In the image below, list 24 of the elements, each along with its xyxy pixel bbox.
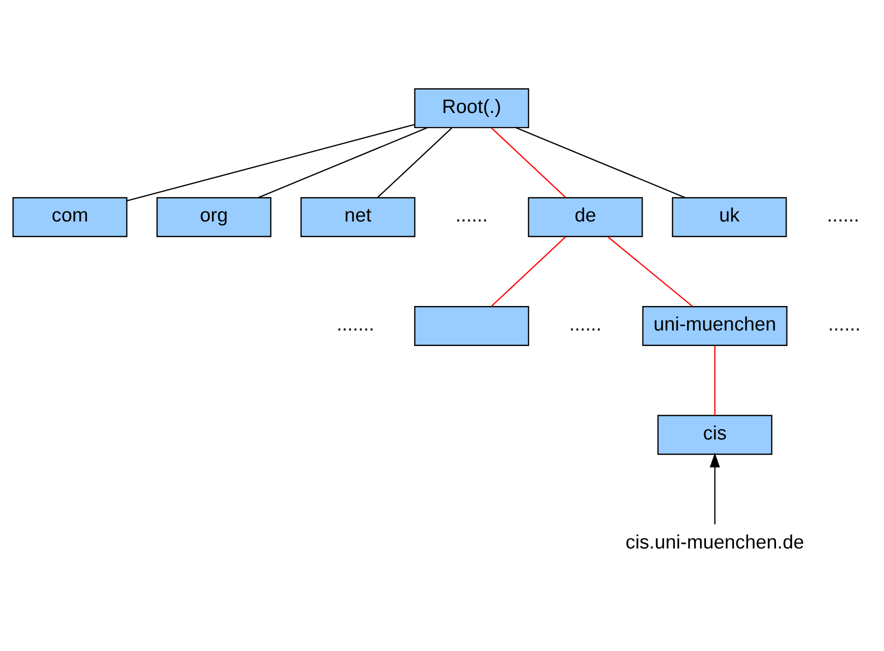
- node-box: Root(.): [414, 88, 530, 128]
- connector: [490, 236, 566, 306]
- connector: [516, 126, 686, 198]
- node-box: org: [156, 196, 272, 237]
- connector: [258, 126, 428, 198]
- node-text: cis.uni-muenchen.de: [626, 530, 804, 553]
- node-box: com: [12, 196, 128, 237]
- node-box: net: [300, 196, 416, 237]
- connector: [126, 123, 415, 201]
- node-box: cis: [657, 414, 772, 454]
- node-box: uk: [672, 196, 787, 237]
- node-box: de: [528, 196, 643, 237]
- label: .......: [336, 313, 374, 336]
- node-box: [414, 306, 530, 346]
- label: ......: [456, 204, 488, 226]
- node-box: uni-muenchen: [642, 306, 788, 346]
- label: ......: [569, 313, 602, 336]
- label: ......: [828, 313, 860, 336]
- connector: [491, 127, 566, 198]
- connector: [377, 127, 452, 198]
- label: ......: [826, 204, 860, 226]
- connector: [608, 236, 693, 306]
- arrow: [710, 452, 720, 524]
- connector: [714, 345, 716, 415]
